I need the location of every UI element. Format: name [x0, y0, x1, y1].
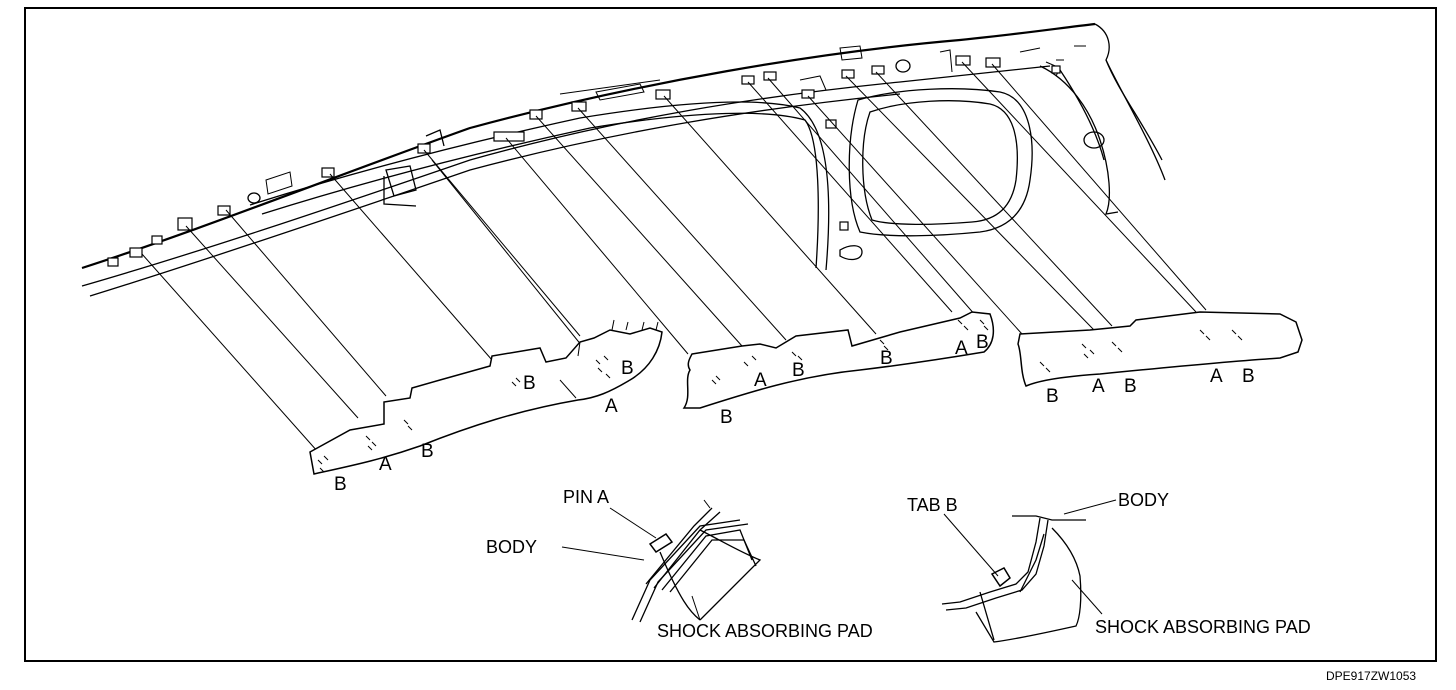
detail-pin-a: PIN A BODY SHOCK ABSORBING PAD [486, 487, 873, 641]
pin-body-label: BODY [486, 537, 537, 557]
pad3-label-b1: B [1046, 386, 1059, 407]
shock-absorbing-pad-middle: B A B B A B [682, 311, 995, 428]
pin-a-label: PIN A [563, 487, 609, 507]
pad-clip-marks [317, 319, 1243, 473]
pad2-label-a2: A [955, 338, 968, 359]
pad1-label-b2: B [421, 441, 434, 462]
tab-b-label: TAB B [907, 495, 958, 515]
pad2-label-b3: B [880, 348, 893, 369]
pad3-label-b2: B [1124, 376, 1137, 397]
tab-pad-label: SHOCK ABSORBING PAD [1095, 617, 1311, 637]
roof-clip-slots [107, 55, 1061, 267]
pad3-label-b3: B [1242, 366, 1255, 387]
pad1-label-b4: B [621, 358, 634, 379]
pad3-label-a2: A [1210, 366, 1223, 387]
pad2-label-a1: A [754, 370, 767, 391]
pad3-label-a1: A [1092, 376, 1105, 397]
pin-pad-label: SHOCK ABSORBING PAD [657, 621, 873, 641]
shock-absorbing-pad-right: B A B A B [1017, 311, 1303, 407]
pad1-label-b1: B [334, 474, 347, 495]
roof-body [81, 22, 1166, 297]
shock-absorbing-pad-left: B A B B B A [309, 319, 663, 495]
pad1-label-a1: A [379, 454, 392, 475]
tab-body-label: BODY [1118, 490, 1169, 510]
detail-tab-b: TAB B BODY SHOCK ABSORBING PAD [907, 490, 1311, 643]
figure-code: DPE917ZW1053 [1326, 669, 1416, 683]
pad1-label-a2: A [605, 396, 618, 417]
pad2-label-b4: B [976, 332, 989, 353]
pad2-label-b1: B [720, 407, 733, 428]
leader-lines [141, 61, 1207, 453]
diagram-border [24, 7, 1437, 662]
pad2-label-b2: B [792, 360, 805, 381]
pad1-label-b3: B [523, 373, 536, 394]
